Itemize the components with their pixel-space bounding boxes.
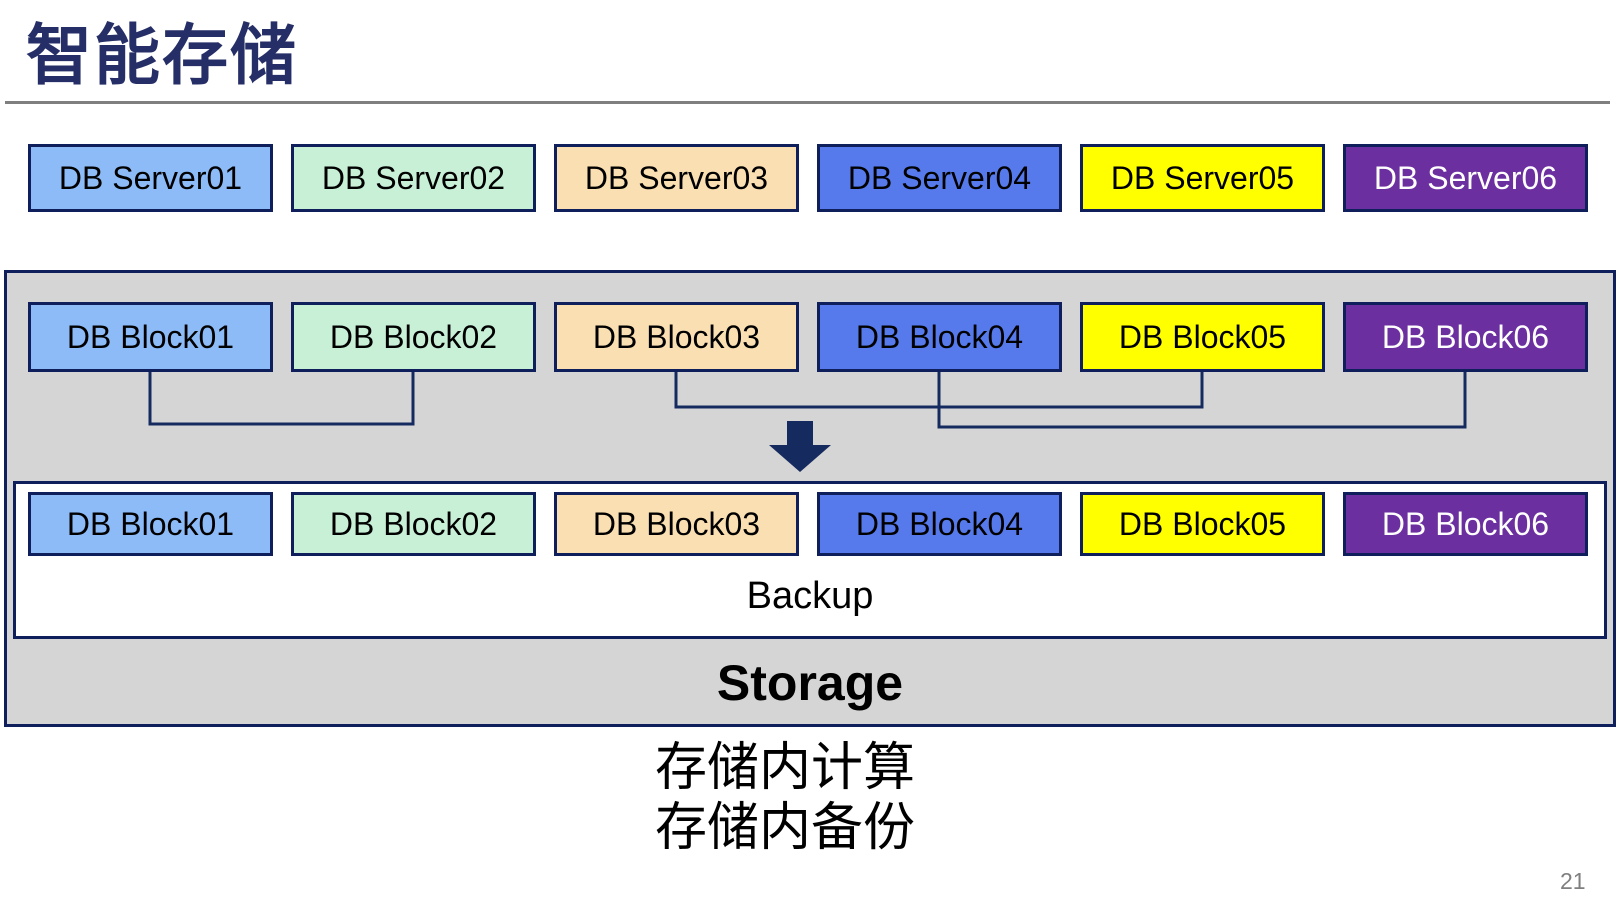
db-block-backup-03: DB Block03 [554,492,799,556]
db-block-backup-02: DB Block02 [291,492,536,556]
db-block-row-top: DB Block01 DB Block02 DB Block03 DB Bloc… [28,302,1588,372]
db-server-04: DB Server04 [817,144,1062,212]
db-server-row: DB Server01 DB Server02 DB Server03 DB S… [28,144,1588,212]
backup-label: Backup [746,574,874,617]
db-server-05: DB Server05 [1080,144,1325,212]
caption-line-1: 存储内计算 [655,739,916,797]
db-block-backup-05: DB Block05 [1080,492,1325,556]
page-number: 21 [1560,868,1586,894]
db-block-top-02: DB Block02 [291,302,536,372]
caption: 存储内计算 存储内备份 [655,738,915,858]
db-server-03: DB Server03 [554,144,799,212]
backup-container [13,481,1607,639]
db-block-row-backup: DB Block01 DB Block02 DB Block03 DB Bloc… [28,492,1588,556]
db-block-top-04: DB Block04 [817,302,1062,372]
db-block-backup-04: DB Block04 [817,492,1062,556]
db-block-top-03: DB Block03 [554,302,799,372]
db-block-backup-06: DB Block06 [1343,492,1588,556]
db-block-top-01: DB Block01 [28,302,273,372]
db-block-backup-01: DB Block01 [28,492,273,556]
title-divider [5,101,1610,104]
db-block-top-05: DB Block05 [1080,302,1325,372]
storage-label: Storage [716,655,904,711]
caption-line-2: 存储内备份 [655,799,916,857]
page-title: 智能存储 [26,18,298,92]
db-server-06: DB Server06 [1343,144,1588,212]
db-server-02: DB Server02 [291,144,536,212]
db-block-top-06: DB Block06 [1343,302,1588,372]
db-server-01: DB Server01 [28,144,273,212]
